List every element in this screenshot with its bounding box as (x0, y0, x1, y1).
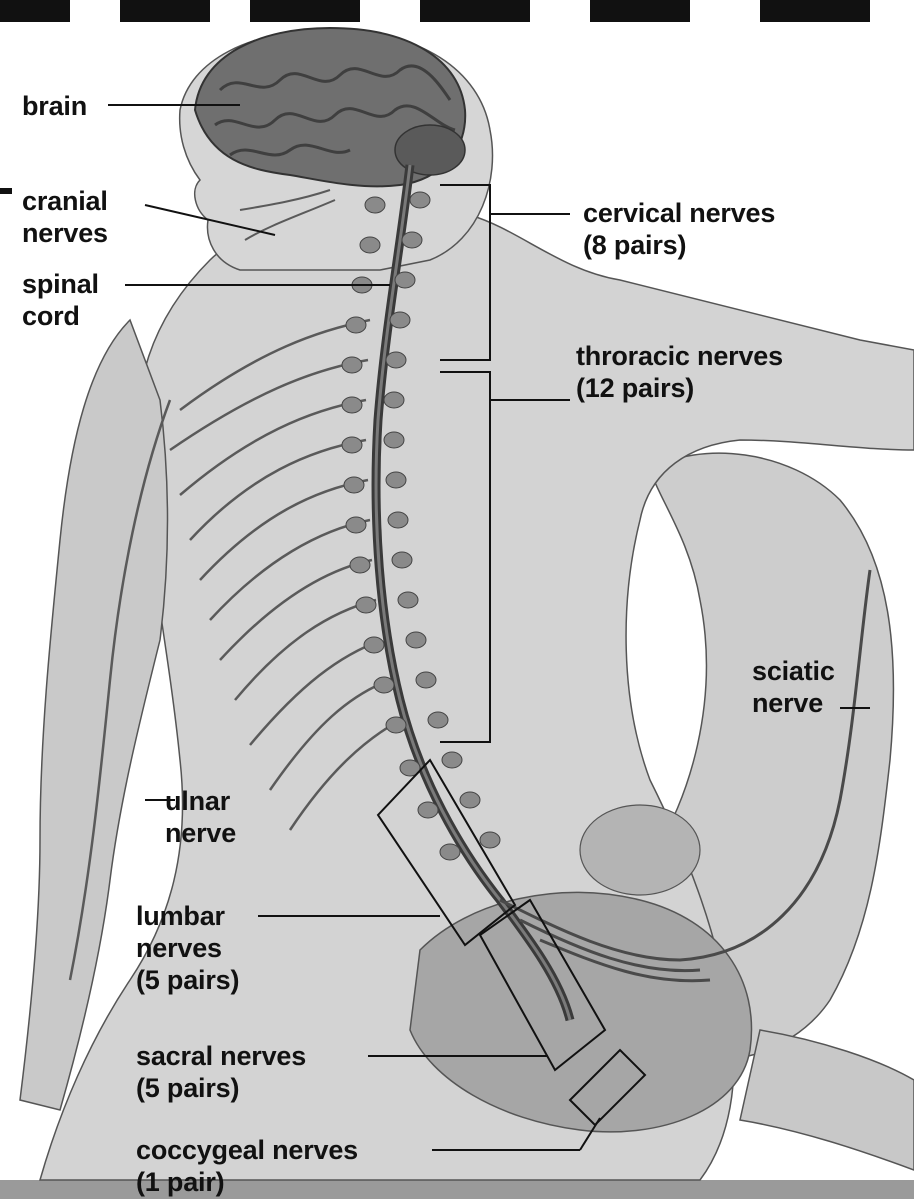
label-thoracic-nerves-line2: (12 pairs) (576, 372, 783, 404)
label-cervical-nerves-line2: (8 pairs) (583, 229, 775, 261)
label-lumbar-nerves-line3: (5 pairs) (136, 964, 239, 996)
label-coccygeal-nerves-line2: (1 pair) (136, 1166, 358, 1198)
label-brain-text: brain (22, 90, 87, 122)
hip-joint (580, 805, 700, 895)
label-sacral-nerves-line1: sacral nerves (136, 1040, 306, 1072)
label-coccygeal-nerves-line1: coccygeal nerves (136, 1134, 358, 1166)
label-lumbar-nerves: lumbar nerves (5 pairs) (136, 900, 239, 996)
label-lumbar-nerves-line2: nerves (136, 932, 239, 964)
label-cervical-nerves-line1: cervical nerves (583, 197, 775, 229)
label-sciatic-nerve-line1: sciatic (752, 655, 835, 687)
label-thoracic-nerves-line1: throracic nerves (576, 340, 783, 372)
label-brain: brain (22, 90, 87, 122)
label-spinal-cord-line1: spinal (22, 268, 99, 300)
label-ulnar-nerve-line2: nerve (165, 817, 236, 849)
label-ulnar-nerve-line1: ulnar (165, 785, 236, 817)
label-cervical-nerves: cervical nerves (8 pairs) (583, 197, 775, 261)
label-spinal-cord: spinal cord (22, 268, 99, 332)
label-sciatic-nerve: sciatic nerve (752, 655, 835, 719)
label-ulnar-nerve: ulnar nerve (165, 785, 236, 849)
label-spinal-cord-line2: cord (22, 300, 99, 332)
label-sacral-nerves: sacral nerves (5 pairs) (136, 1040, 306, 1104)
label-cranial-nerves-line2: nerves (22, 217, 108, 249)
label-lumbar-nerves-line1: lumbar (136, 900, 239, 932)
lower-leg (740, 1030, 914, 1170)
label-cranial-nerves-line1: cranial (22, 185, 108, 217)
label-thoracic-nerves: throracic nerves (12 pairs) (576, 340, 783, 404)
label-cranial-nerves: cranial nerves (22, 185, 108, 249)
label-sciatic-nerve-line2: nerve (752, 687, 835, 719)
label-sacral-nerves-line2: (5 pairs) (136, 1072, 306, 1104)
label-coccygeal-nerves: coccygeal nerves (1 pair) (136, 1134, 358, 1198)
